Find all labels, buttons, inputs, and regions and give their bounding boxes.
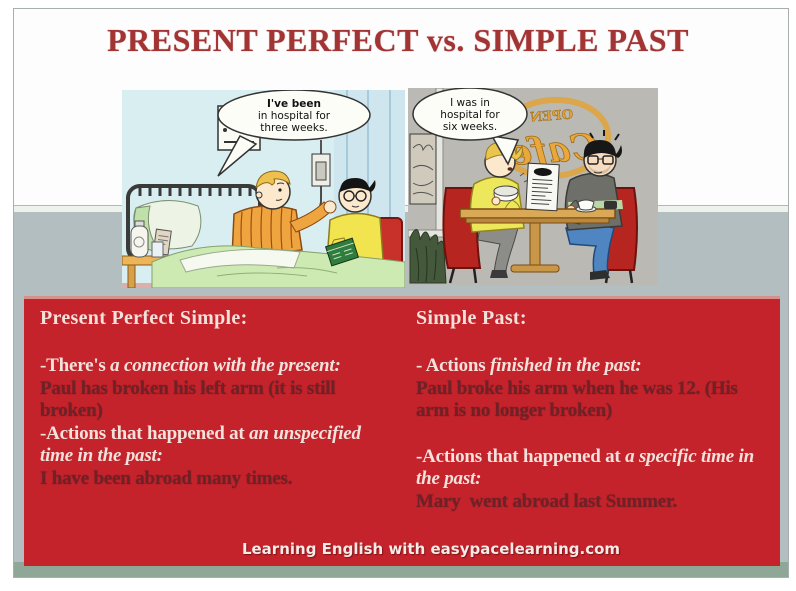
example-sentence: Paul has broken his left arm (it is stil… [40,377,341,422]
menu-card [525,162,560,212]
bubble-line: I've been [267,98,321,110]
point-italic: finished in the past: [490,355,642,376]
point-italic: a specific time in the past: [416,445,754,490]
point-lead: -There's [40,355,111,376]
speech-bubble-left: I've been in hospital for three weeks. [217,90,371,177]
point-italic: a connection with the present: [110,355,341,376]
bubble-line: in hospital for [258,110,331,122]
page-title: PRESENT PERFECT vs. SIMPLE PAST [107,22,689,58]
bubble-line: I was in [450,97,490,109]
speech-bubble-right: I was in hospital for six weeks. [412,88,528,166]
plant [409,229,447,284]
cafe-sign-open-text: OPEN [530,108,574,126]
point-lead: -Actions that happened at [416,445,626,467]
coffee-cup [575,199,597,213]
present-perfect-column: Present Perfect Simple: -There's a conne… [40,304,388,566]
magazine [324,237,360,267]
column-heading: Present Perfect Simple: [40,307,248,329]
patient [231,170,337,259]
column-heading: Simple Past: [416,307,527,329]
hospital-cartoon: I've been in hospital for three weeks. [122,90,405,288]
grammar-point: - Actions finished in the past: [416,355,764,378]
point-italic: an unspecified time in the past: [40,422,361,467]
bubble-line: three weeks. [260,122,328,134]
water-bottle [130,225,149,258]
bubble-line: hospital for [440,109,500,121]
wall-picture [409,133,437,205]
watermark-text: Learning English with easypacelearning.c… [241,540,621,558]
example-sentence: I have been abroad many times. [40,467,293,489]
point-lead: - Actions [416,355,491,376]
example-sentence: Paul broke his arm when he was 12. (His … [416,377,743,422]
point-lead: -Actions that happened at [40,422,250,444]
grammar-panel: Present Perfect Simple: -There's a conne… [24,296,780,566]
grammar-point: -There's a connection with the present: [40,355,388,378]
dark-mug [604,201,617,209]
grammar-point: -Actions that happened at an unspecified… [40,423,388,468]
grammar-point: -Actions that happened at a specific tim… [416,446,764,491]
cafe-cartoon: OPEN Cafe [408,88,658,285]
glass [151,241,164,258]
simple-past-column: Simple Past: - Actions finished in the p… [416,304,764,566]
bubble-line: six weeks. [443,121,497,133]
example-sentence: Mary went abroad last Summer. [416,490,678,512]
